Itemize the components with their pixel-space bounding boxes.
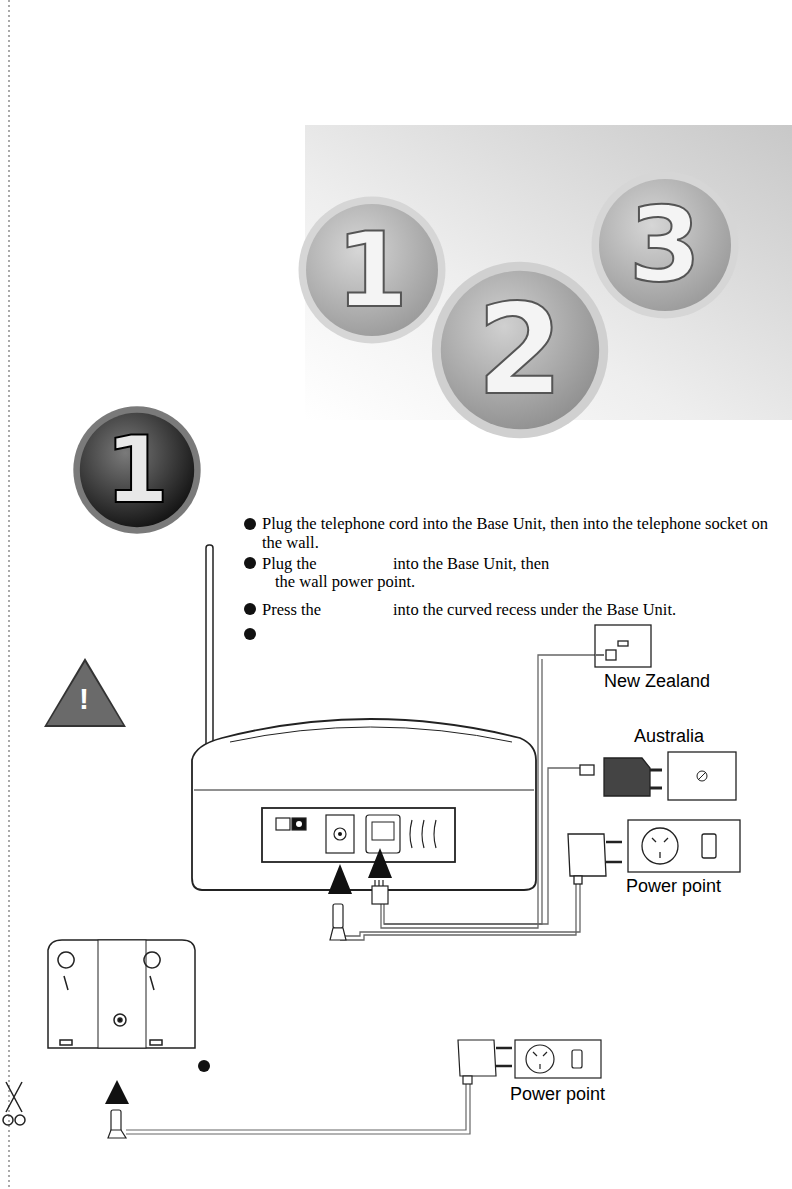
step-number: 3	[590, 170, 740, 320]
australia-adaptor	[580, 752, 736, 800]
region-label: New Zealand	[604, 671, 710, 691]
warning-triangle	[44, 658, 126, 727]
socket-label: Power point	[510, 1084, 605, 1104]
cut-line	[9, 0, 10, 1189]
socket-label: Power point	[626, 876, 721, 896]
number-circle: 1	[72, 405, 202, 535]
step-number: 1	[72, 405, 202, 535]
instruction-text: into the Base Unit, then	[393, 554, 549, 573]
instruction-text: Plug the	[262, 554, 317, 573]
charger-unit	[48, 940, 195, 1048]
warning-mark: !	[79, 684, 89, 714]
number-circle: 1	[297, 195, 447, 345]
nz-socket	[595, 625, 651, 667]
cords	[340, 655, 610, 940]
instruction-text: the wall power point.	[275, 572, 415, 591]
instruction-text: Press the	[262, 600, 321, 619]
instruction-text: into the curved recess under the Base Un…	[393, 600, 676, 619]
power-adaptor	[568, 820, 740, 884]
region-label: Australia	[634, 726, 704, 746]
base-unit	[192, 719, 536, 890]
instruction-text: Plug the telephone cord into the Base Un…	[262, 514, 788, 552]
number-circle: 2	[430, 260, 610, 440]
step-number: 2	[430, 260, 610, 440]
step-number: 1	[297, 195, 447, 345]
scissors-icon	[3, 1082, 25, 1125]
number-circle: 3	[590, 170, 740, 320]
